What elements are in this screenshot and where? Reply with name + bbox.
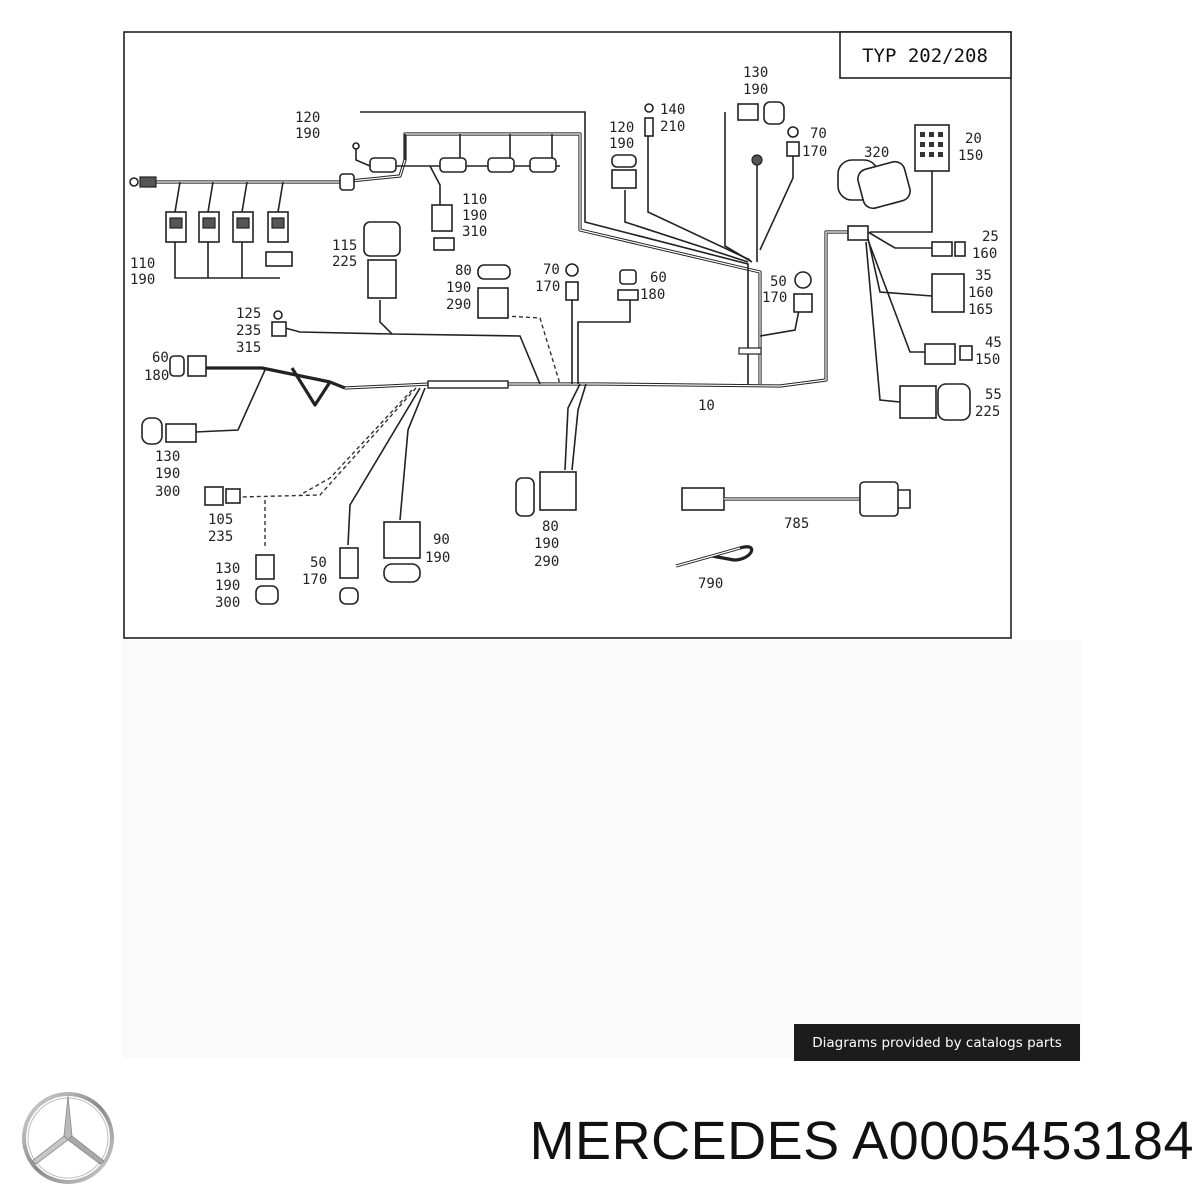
callout-55: 55 bbox=[985, 387, 1002, 403]
callout-80: 80 bbox=[455, 263, 472, 279]
callout-165: 165 bbox=[968, 302, 993, 318]
callout-190: 190 bbox=[743, 82, 768, 98]
callout-300: 300 bbox=[215, 595, 240, 611]
callout-170: 170 bbox=[762, 290, 787, 306]
callout-140: 140 bbox=[660, 102, 685, 118]
type-label: TYP 202/208 bbox=[862, 45, 988, 67]
mercedes-star-logo bbox=[22, 1092, 114, 1184]
callout-320: 320 bbox=[864, 145, 889, 161]
callout-70: 70 bbox=[810, 126, 827, 142]
callout-190: 190 bbox=[215, 578, 240, 594]
callout-190: 190 bbox=[534, 536, 559, 552]
callout-110: 110 bbox=[130, 256, 155, 272]
callout-130: 130 bbox=[743, 65, 768, 81]
callout-190: 190 bbox=[130, 272, 155, 288]
callout-125: 125 bbox=[236, 306, 261, 322]
callout-190: 190 bbox=[295, 126, 320, 142]
callout-170: 170 bbox=[535, 279, 560, 295]
callout-60: 60 bbox=[152, 350, 169, 366]
callout-120: 120 bbox=[609, 120, 634, 136]
callout-10: 10 bbox=[698, 398, 715, 414]
type-label-box bbox=[839, 31, 1012, 79]
callout-70: 70 bbox=[543, 262, 560, 278]
callout-190: 190 bbox=[155, 466, 180, 482]
callout-80: 80 bbox=[542, 519, 559, 535]
callout-130: 130 bbox=[215, 561, 240, 577]
callout-160: 160 bbox=[972, 246, 997, 262]
callout-190: 190 bbox=[609, 136, 634, 152]
callout-180: 180 bbox=[640, 287, 665, 303]
callout-315: 315 bbox=[236, 340, 261, 356]
callout-170: 170 bbox=[802, 144, 827, 160]
callout-50: 50 bbox=[770, 274, 787, 290]
callout-310: 310 bbox=[462, 224, 487, 240]
callout-115: 115 bbox=[332, 238, 357, 254]
callout-50: 50 bbox=[310, 555, 327, 571]
callout-60: 60 bbox=[650, 270, 667, 286]
callout-110: 110 bbox=[462, 192, 487, 208]
callout-180: 180 bbox=[144, 368, 169, 384]
callout-235: 235 bbox=[236, 323, 261, 339]
callout-190: 190 bbox=[462, 208, 487, 224]
callout-290: 290 bbox=[534, 554, 559, 570]
callout-190: 190 bbox=[446, 280, 471, 296]
callout-785: 785 bbox=[784, 516, 809, 532]
callout-150: 150 bbox=[958, 148, 983, 164]
callout-45: 45 bbox=[985, 335, 1002, 351]
catalog-background bbox=[122, 640, 1082, 1058]
callout-labels: 120 190 110 190 110 190 310 115 225 80 1… bbox=[130, 65, 1002, 611]
callout-120: 120 bbox=[295, 110, 320, 126]
callout-190: 190 bbox=[425, 550, 450, 566]
callout-160: 160 bbox=[968, 285, 993, 301]
part-title: MERCEDES A0005453184 bbox=[529, 1111, 1194, 1171]
callout-90: 90 bbox=[433, 532, 450, 548]
callout-210: 210 bbox=[660, 119, 685, 135]
callout-225: 225 bbox=[332, 254, 357, 270]
callout-130: 130 bbox=[155, 449, 180, 465]
callout-235: 235 bbox=[208, 529, 233, 545]
callout-290: 290 bbox=[446, 297, 471, 313]
callout-25: 25 bbox=[982, 229, 999, 245]
connector-parts bbox=[129, 101, 973, 605]
callout-300: 300 bbox=[155, 484, 180, 500]
wire-harness bbox=[150, 111, 933, 548]
callout-20: 20 bbox=[965, 131, 982, 147]
callout-170: 170 bbox=[302, 572, 327, 588]
callout-790: 790 bbox=[698, 576, 723, 592]
callout-225: 225 bbox=[975, 404, 1000, 420]
callout-150: 150 bbox=[975, 352, 1000, 368]
callout-35: 35 bbox=[975, 268, 992, 284]
credit-banner: Diagrams provided by catalogs parts bbox=[794, 1024, 1080, 1061]
callout-105: 105 bbox=[208, 512, 233, 528]
